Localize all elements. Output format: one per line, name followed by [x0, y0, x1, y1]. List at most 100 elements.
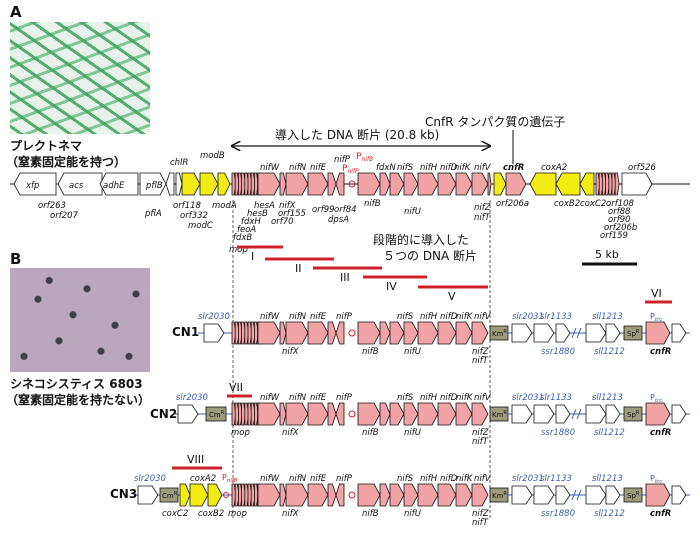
cnfr-callout: CnfR タンパク質の遺伝子	[425, 114, 565, 129]
cn3-ptrc: Ptrc	[650, 474, 662, 485]
fragment-label-VIII: VIII	[187, 453, 204, 466]
cn1-lbl-nifU: nifU	[404, 347, 422, 357]
gene-chlR: chlR	[170, 158, 188, 168]
stepwise-title-1: 段階的に導入した	[373, 232, 469, 247]
cn2-lbl-nifZ: nifZ	[472, 428, 489, 438]
gene-box-nifX	[279, 172, 287, 196]
gene-box-nifE	[307, 172, 329, 196]
gene-dpsA: dpsA	[328, 215, 349, 225]
cn2-nifD	[437, 402, 457, 426]
cn1-sll1213	[585, 323, 607, 343]
gene-box-pflA	[165, 172, 175, 196]
plectonema-note: （窒素固定能を持つ）	[6, 154, 126, 169]
cn3-nifD	[437, 483, 457, 507]
gene-nifH: nifH	[420, 163, 438, 173]
cn2-lbl-ssr1880: ssr1880	[541, 428, 575, 438]
gene-box-nifZ	[487, 172, 492, 196]
gene-coxB2: coxB2	[554, 199, 580, 209]
gene-nifW: nifW	[260, 163, 280, 173]
cn3-nifE	[307, 483, 329, 507]
cn1-lbl-ssr1880: ssr1880	[541, 347, 575, 357]
gene-box-modB	[199, 172, 219, 196]
cn1-lbl-nifH: nifH	[420, 312, 438, 322]
cn1-lbl-slr1133: slr1133	[540, 312, 572, 322]
cn1-nifP	[335, 321, 345, 345]
gene-box-xfp	[13, 172, 57, 196]
cn2-lbl-nifE: nifE	[310, 393, 327, 403]
fragment-label-IV: IV	[386, 280, 397, 293]
cn1-sp-marker	[623, 325, 643, 341]
cn1-nifU	[403, 321, 419, 345]
cn1-lbl-nifP: nifP	[336, 312, 353, 322]
cn2-lbl-nifU: nifU	[404, 428, 422, 438]
cn3-lbl-nifK: nifK	[456, 474, 474, 484]
gene-acs: acs	[69, 181, 84, 191]
cn3-cm-marker	[159, 487, 179, 503]
cn3-nifV	[471, 483, 489, 507]
cn3-promoter-nifB	[223, 492, 229, 498]
gene-box-adhE	[99, 172, 139, 196]
gene-modA: modA	[212, 201, 237, 211]
cn2-lbl-nifH: nifH	[420, 393, 438, 403]
gene-orf118: orf118	[173, 201, 202, 211]
cn3-lbl-nifB: nifB	[362, 509, 379, 519]
cn1-lbl-nifD: nifD	[440, 312, 458, 322]
cn2-lbl-nifX: nifX	[282, 428, 299, 438]
plectonema-name: プレクトネマ	[10, 138, 82, 153]
gene-row-a	[13, 172, 653, 196]
cn3-ssr1880	[555, 485, 571, 505]
gene-orf99: orf99	[312, 205, 335, 215]
cn1-promoter	[348, 329, 356, 337]
gene-xfp: xfp	[25, 181, 39, 191]
gene-nifB: nifB	[364, 199, 381, 209]
cn3-lbl-slr2031: slr2031	[512, 474, 544, 484]
gene-box-modA	[217, 172, 231, 196]
cn1-nifD	[437, 321, 457, 345]
cn3-km-text: KmR	[492, 491, 507, 500]
stepwise-title-2: ５つの DNA 断片	[383, 248, 477, 263]
cn1-lbl-slr2031: slr2031	[512, 312, 544, 322]
cn2-lbl-slr2031: slr2031	[512, 393, 544, 403]
gene-nifZ: nifZ	[474, 203, 491, 213]
cn1-ptrc: Ptrc	[650, 312, 662, 323]
cn1-nifK	[455, 321, 473, 345]
cn1-slr2031	[511, 323, 533, 343]
cn2-lbl-nifT: nifT	[472, 437, 489, 447]
fragment-label-VI: VI	[651, 287, 662, 300]
gene-orf84: orf84	[334, 205, 357, 215]
cn1-fdxN	[379, 321, 391, 345]
gene-mop: mop	[229, 245, 248, 255]
cn3-nifS	[389, 483, 405, 507]
cn1-lbl-nifB: nifB	[362, 347, 379, 357]
promoter-nifB: PnifB	[356, 152, 373, 163]
cn3-sll1212	[605, 485, 621, 505]
gene-nifP: nifP	[334, 155, 351, 165]
fragment-label-V: V	[448, 290, 456, 303]
strain-rows	[134, 321, 690, 507]
cn1-sp-text: SpR	[627, 329, 640, 338]
cn2-cm-marker	[205, 406, 227, 422]
gene-coxA2: coxA2	[541, 163, 567, 173]
cn3-nifN	[285, 483, 309, 507]
cn2-orf	[327, 402, 337, 426]
cn3-lbl-slr2030: slr2030	[134, 474, 166, 484]
cn3-lbl-mop: mop	[228, 509, 247, 519]
gene-orf155: orf155	[278, 209, 306, 219]
gene-fdxB: fdxB	[233, 233, 252, 243]
cn1-km-text: KmR	[492, 329, 507, 338]
cn3-sp-marker	[623, 487, 643, 503]
gene-nifU: nifU	[404, 207, 422, 217]
cn2-lbl-nifB: nifB	[362, 428, 379, 438]
cn2-nifX	[279, 402, 287, 426]
gene-box-orf526	[621, 172, 653, 196]
gene-orf88: orf88	[608, 207, 631, 217]
gene-nifE: nifE	[310, 163, 327, 173]
cn2-slr1133	[533, 404, 555, 424]
cn1-lbl-nifS: nifS	[397, 312, 414, 322]
cn2-promoter	[348, 410, 356, 418]
cn1-lbl-nifX: nifX	[282, 347, 299, 357]
cn3-lbl-nifT: nifT	[472, 518, 489, 528]
cn3-nifP	[335, 483, 345, 507]
cn2-cnfR	[645, 402, 671, 426]
